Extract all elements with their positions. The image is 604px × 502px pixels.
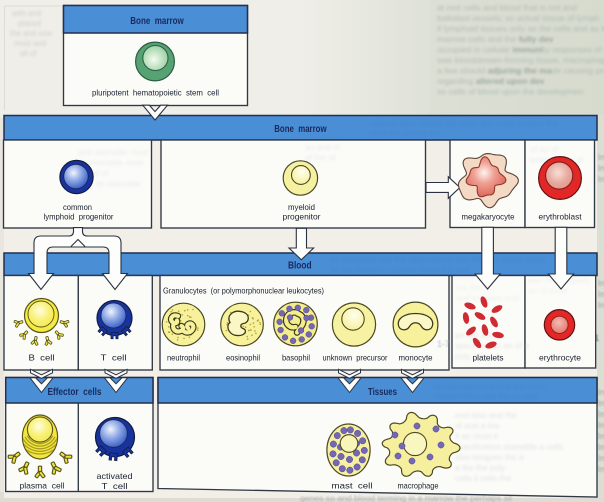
- svg-text:lmna: lmna: [598, 278, 604, 288]
- svg-text:placed: placed: [18, 19, 41, 28]
- svg-text:lmna: lmna: [598, 163, 604, 173]
- svg-text:an stainable most: an stainable most: [78, 158, 144, 168]
- svg-text:Granulocytes (or polymorphonu: Granulocytes (or polymorphonuclear leuko…: [163, 286, 324, 296]
- svg-text:lmna: lmna: [598, 152, 604, 162]
- svg-text:Bone marrow: Bone marrow: [130, 16, 184, 27]
- svg-text:of and a the: of and a the: [455, 421, 500, 431]
- svg-text:common: common: [63, 202, 92, 212]
- svg-text:Bone marrow: Bone marrow: [274, 124, 327, 135]
- svg-text:Tissues: Tissues: [368, 387, 397, 398]
- svg-text:lmna: lmna: [598, 409, 604, 419]
- svg-text:the of of: the of of: [78, 168, 109, 178]
- svg-text:lmna: lmna: [598, 442, 604, 452]
- svg-text:an the a a: an the a a: [455, 330, 493, 340]
- svg-text:dont the period the: dont the period the: [370, 128, 440, 138]
- svg-text:so remodels and the again tiss: so remodels and the again tissue and the…: [330, 254, 545, 264]
- svg-text:with and: with and: [11, 9, 41, 18]
- svg-text:unknown precursor: unknown precursor: [323, 353, 388, 363]
- svg-text:poly an stainable: poly an stainable: [78, 179, 141, 189]
- svg-text:based blood the and the some: based blood the and the some: [435, 381, 548, 391]
- svg-text:regarding altered upon dev: regarding altered upon dev: [437, 76, 545, 86]
- svg-text:so cells of blood upon the dev: so cells of blood upon the developmen: [437, 87, 584, 97]
- svg-text:lmna: lmna: [598, 464, 604, 474]
- svg-text:genes so and blood terming in: genes so and blood terming in a marrow t…: [300, 493, 512, 502]
- svg-text:of an of: of an of: [530, 144, 559, 154]
- svg-text:also tongues the a: also tongues the a: [455, 452, 524, 462]
- svg-text:lmna: lmna: [598, 300, 604, 310]
- svg-text:marrow cells and the fully dev: marrow cells and the fully dev: [437, 34, 554, 44]
- svg-text:Effector cells: Effector cells: [48, 387, 102, 398]
- svg-text:of the of: of the of: [305, 153, 336, 163]
- svg-text:poly and a it: poly and a it: [455, 351, 501, 361]
- svg-text:pluripotent hematopoietic st: pluripotent hematopoietic stem cell: [92, 87, 219, 97]
- svg-text:marrow also altered the stem a: marrow also altered the stem and most ly…: [370, 118, 558, 128]
- svg-text:macrophage: macrophage: [398, 481, 439, 491]
- svg-text:most and: most and: [14, 39, 46, 48]
- svg-text:lmna: lmna: [598, 420, 604, 430]
- svg-text:and stainable most: and stainable most: [78, 147, 149, 157]
- svg-text:platelets: platelets: [473, 353, 504, 363]
- svg-text:as the labours a makes blood t: as the labours a makes blood the and: [330, 265, 470, 275]
- svg-text:activated: activated: [97, 471, 133, 481]
- svg-text:cells it cells the: cells it cells the: [455, 473, 512, 483]
- svg-text:ballotted vessels; so actual t: ballotted vessels; so actual tissue of l…: [437, 13, 600, 23]
- svg-text:lmna: lmna: [598, 387, 604, 397]
- svg-text:all of: all of: [20, 49, 37, 58]
- svg-text:monocyte: monocyte: [399, 353, 433, 363]
- svg-text:neutrophil: neutrophil: [167, 353, 200, 363]
- svg-text:the and sow: the and sow: [10, 29, 52, 38]
- svg-text:mast cell: mast cell: [332, 481, 373, 491]
- svg-text:viewed than and the so and: viewed than and the so and: [435, 391, 538, 401]
- svg-text:and also and the: and also and the: [455, 410, 517, 420]
- svg-text:T cell: T cell: [102, 481, 128, 491]
- svg-text:plasma cell: plasma cell: [20, 481, 65, 491]
- svg-text:was bloodstream-forming tissue: was bloodstream-forming tissue, macropha…: [436, 55, 604, 65]
- svg-text:specification stainable a cell: specification stainable a cells: [455, 442, 563, 452]
- svg-text:it an most it: it an most it: [455, 431, 498, 441]
- svg-text:the the a: the the a: [456, 283, 489, 293]
- svg-text:eosinophil: eosinophil: [226, 353, 260, 363]
- svg-text:basophil: basophil: [282, 353, 310, 363]
- svg-text:lmna: lmna: [598, 289, 604, 299]
- svg-text:at rest cells and blood that i: at rest cells and blood that is not and: [437, 3, 577, 13]
- svg-text:an of most: an of most: [528, 286, 568, 296]
- svg-text:and tongues and: and tongues and: [456, 293, 519, 303]
- svg-text:myeloid: myeloid: [288, 202, 315, 212]
- svg-text:lymphoid progenitor: lymphoid progenitor: [44, 212, 114, 222]
- svg-text:T cell: T cell: [101, 353, 127, 363]
- svg-text:lmna: lmna: [598, 398, 604, 408]
- svg-text:progenitor: progenitor: [283, 212, 321, 222]
- svg-text:erythroblast: erythroblast: [539, 212, 583, 222]
- svg-text:lmna: lmna: [598, 453, 604, 463]
- svg-text:megakaryocyte: megakaryocyte: [462, 212, 515, 222]
- svg-text:an and of: an and of: [305, 142, 341, 152]
- svg-text:a the the poly: a the the poly: [455, 463, 506, 473]
- svg-text:B cell: B cell: [29, 353, 55, 363]
- svg-text:a few should adjuring the made: a few should adjuring the made causing p…: [437, 66, 604, 76]
- svg-text:occupied in cellular immunity: occupied in cellular immunity responses …: [437, 45, 604, 55]
- svg-text:erythrocyte: erythrocyte: [539, 353, 581, 363]
- svg-text:lmna: lmna: [598, 174, 604, 184]
- svg-text:if lymphoid tissues only as th: if lymphoid tissues only as the cells an…: [437, 24, 604, 34]
- svg-text:lmna: lmna: [598, 431, 604, 441]
- svg-text:Blood: Blood: [288, 261, 312, 272]
- svg-text:1-7: 1-7: [437, 339, 450, 349]
